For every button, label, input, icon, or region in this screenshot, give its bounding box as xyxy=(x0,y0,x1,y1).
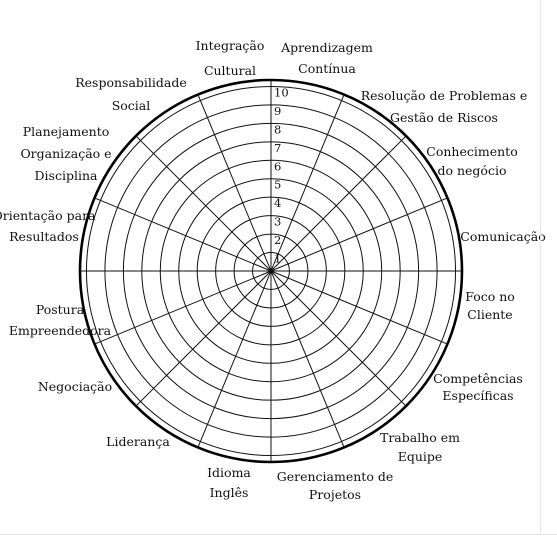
sector-label-line: Contínua xyxy=(298,61,356,76)
sector-label-line: Responsabilidade xyxy=(75,75,187,90)
sector-label-resolucao-problemas: Resolução de Problemas e Gestão de Riscos xyxy=(361,88,528,125)
spoke-line-8 xyxy=(197,94,345,448)
spokes-group xyxy=(80,80,462,462)
sector-label-negociacao: Negociação xyxy=(38,379,112,394)
sector-label-line: Conhecimento xyxy=(426,144,517,159)
scale-label-9: 9 xyxy=(274,104,281,118)
outer-ring xyxy=(78,78,464,464)
sector-label-line: Liderança xyxy=(106,434,170,449)
sector-label-line: Resolução de Problemas e xyxy=(361,88,528,103)
sector-label-line: Disciplina xyxy=(35,168,98,183)
sector-label-line: Social xyxy=(112,98,151,113)
scale-label-3: 3 xyxy=(274,215,281,229)
sector-label-line: Postura xyxy=(36,302,85,317)
right-edge-divider xyxy=(540,0,541,535)
scale-label-7: 7 xyxy=(274,141,281,155)
sector-label-line: Competências xyxy=(433,371,523,386)
sector-label-foco-cliente: Foco no Cliente xyxy=(465,289,515,322)
sector-label-line: Cliente xyxy=(467,307,512,322)
sector-label-line: Equipe xyxy=(398,449,443,464)
sector-label-line: Resultados xyxy=(9,229,79,244)
sector-label-line: Foco no xyxy=(465,289,515,304)
sector-label-line: Projetos xyxy=(309,487,361,502)
scale-label-1: 1 xyxy=(274,252,281,266)
sector-label-line: Idioma xyxy=(207,465,251,480)
sector-label-line: Gerenciamento de xyxy=(277,469,393,484)
sector-label-line: Aprendizagem xyxy=(280,40,373,55)
sector-label-line: Comunicação xyxy=(460,229,545,244)
sector-label-line: Organização e xyxy=(20,146,111,161)
scale-label-8: 8 xyxy=(274,122,281,136)
sector-label-line: Integração xyxy=(196,38,265,53)
sector-label-line: Negociação xyxy=(38,379,112,394)
sector-label-lideranca: Liderança xyxy=(106,434,170,449)
scale-label-4: 4 xyxy=(274,196,281,210)
scale-label-5: 5 xyxy=(274,178,281,192)
sector-label-line: Específicas xyxy=(442,388,513,403)
sector-label-trabalho-equipe: Trabalho em Equipe xyxy=(380,430,460,464)
sector-label-line: Cultural xyxy=(204,63,256,78)
scale-label-6: 6 xyxy=(274,159,281,173)
scale-labels-group: 1 2 3 4 5 6 7 8 9 10 xyxy=(274,86,289,266)
outer-ring-group xyxy=(78,78,464,464)
sector-label-line: do negócio xyxy=(437,163,506,178)
scale-label-10: 10 xyxy=(274,86,289,100)
sector-label-gerenciamento-projetos: Gerenciamento de Projetos xyxy=(277,469,393,502)
sector-label-line: Planejamento xyxy=(23,124,110,139)
sector-label-line: Orientação para xyxy=(0,208,96,223)
sector-label-line: Inglês xyxy=(210,485,249,500)
sector-label-line: Empreendedora xyxy=(9,323,112,338)
sector-label-line: Trabalho em xyxy=(380,430,460,445)
sector-label-conhecimento-negocio: Conhecimento do negócio xyxy=(426,144,517,178)
sector-label-line: Gestão de Riscos xyxy=(390,110,498,125)
scale-label-2: 2 xyxy=(274,233,281,247)
sector-label-comunicacao: Comunicação xyxy=(460,229,545,244)
